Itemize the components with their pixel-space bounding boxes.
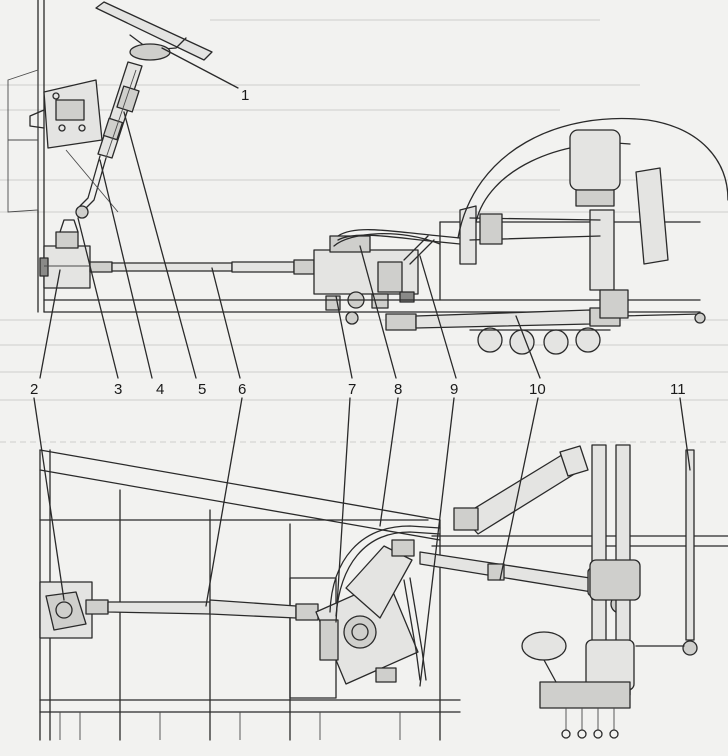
plan-tie-rod (635, 449, 698, 656)
steering-column (75, 61, 143, 219)
plan-shaft (107, 599, 319, 621)
side-view (7, 0, 728, 355)
plan-hydraulic-lines (329, 525, 441, 681)
background-ghost-lines (0, 19, 728, 443)
leader-lines (33, 47, 691, 687)
wheel-arch (457, 117, 728, 319)
callout-9: 9 (450, 381, 458, 398)
intermediate-shaft (89, 259, 315, 275)
callout-8: 8 (394, 381, 402, 398)
callout-11: 11 (670, 381, 686, 398)
plan-cylinder (453, 445, 589, 535)
plan-wheel-hub (521, 444, 641, 739)
callout-5: 5 (198, 381, 206, 398)
callout-2: 2 (30, 381, 38, 398)
callout-7: 7 (348, 381, 356, 398)
undercarriage (469, 327, 611, 355)
plan-gearbox (39, 581, 109, 639)
callout-labels: 1 2 3 4 5 6 7 8 9 10 11 (30, 87, 686, 398)
drag-link (345, 307, 706, 331)
hydraulic-lines (337, 229, 461, 245)
plan-drag-link (419, 535, 728, 614)
callout-4: 4 (156, 381, 164, 398)
cab-wall (7, 0, 45, 313)
plan-steering-gear (315, 539, 419, 685)
callout-6: 6 (238, 381, 246, 398)
steering-wheel (95, 1, 213, 61)
chassis-frame (39, 449, 461, 741)
callout-10: 10 (529, 381, 546, 398)
steering-gear (313, 232, 441, 311)
callout-1: 1 (241, 87, 249, 104)
plan-view (39, 444, 728, 741)
column-bracket (29, 79, 119, 213)
angle-gearbox (39, 219, 91, 289)
callout-3: 3 (114, 381, 122, 398)
